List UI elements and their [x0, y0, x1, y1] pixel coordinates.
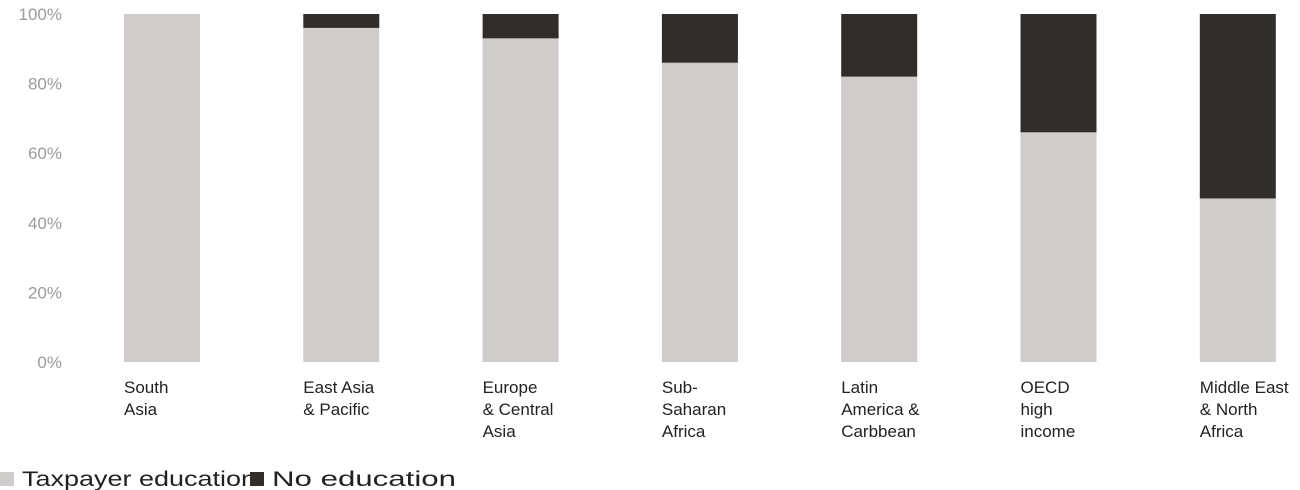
bar-segment-taxpayer-education	[841, 76, 918, 362]
bar-segment-taxpayer-education	[1199, 198, 1276, 362]
legend-label: Taxpayer education	[22, 468, 256, 490]
y-tick-label: 20%	[28, 283, 62, 302]
bar-segment-no-education	[303, 14, 380, 28]
bar-segment-taxpayer-education	[1020, 132, 1097, 362]
bar-segment-no-education	[841, 14, 918, 77]
y-tick-label: 100%	[19, 5, 62, 24]
y-axis: 0% 20% 40% 60% 80% 100%	[19, 5, 62, 372]
bar-segment-no-education	[1199, 14, 1276, 199]
bar-segment-taxpayer-education	[661, 62, 738, 362]
y-tick-label: 0%	[37, 353, 62, 372]
bar-segment-no-education	[482, 14, 559, 39]
bar-segment-taxpayer-education	[482, 38, 559, 363]
bar-segment-no-education	[1020, 14, 1097, 133]
y-tick-label: 80%	[28, 75, 62, 94]
legend: Taxpayer education No education	[0, 468, 456, 490]
bar-segment-no-education	[661, 14, 738, 63]
y-tick-label: 40%	[28, 214, 62, 233]
legend-swatch	[0, 472, 14, 486]
legend-swatch	[250, 472, 264, 486]
bars	[124, 14, 1276, 363]
bar-segment-taxpayer-education	[303, 27, 380, 362]
x-tick-label: East Asia& Pacific	[303, 378, 374, 419]
legend-label: No education	[272, 468, 456, 490]
y-tick-label: 60%	[28, 144, 62, 163]
bar-segment-taxpayer-education	[124, 14, 200, 362]
